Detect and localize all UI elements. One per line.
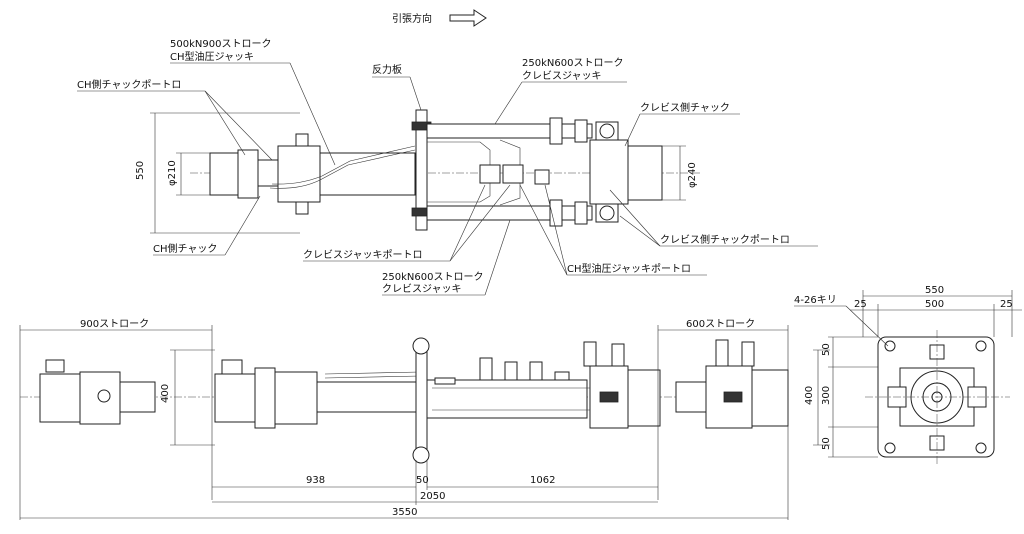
callout-clevis-jack-top-line2: クレビスジャッキ	[522, 70, 602, 82]
dim-550-left: 550	[135, 161, 146, 180]
top-view-callouts: 500kN900ストローク CH型油圧ジャッキ CH側チャックポートロ 反力板 …	[77, 38, 818, 296]
end-dim-500: 500	[925, 299, 944, 310]
callout-ch-chuck: CH側チャック	[153, 242, 217, 255]
end-view-dimensions: 550 25 500 25 4-26キリ 50 300 50 400	[794, 285, 1022, 458]
callout-clevis-jack-top-line1: 250kN600ストローク	[522, 57, 623, 69]
top-view	[190, 109, 700, 231]
dim-400-left: 400	[160, 384, 171, 403]
callout-main-jack-line2: CH型油圧ジャッキ	[170, 50, 254, 63]
end-view	[865, 330, 1010, 465]
dim-stroke-600: 600ストローク	[686, 318, 755, 330]
end-dim-50-top: 50	[821, 343, 832, 356]
callout-ch-chuck-port: CH側チャックポートロ	[77, 78, 181, 91]
callout-clevis-chuck-port: クレビス側チャックポートロ	[660, 233, 790, 246]
end-dim-550: 550	[925, 285, 944, 296]
end-dim-25-left: 25	[854, 299, 867, 310]
end-dim-300: 300	[821, 386, 832, 405]
pull-direction-arrow-icon	[449, 9, 487, 27]
callout-clevis-chuck: クレビス側チャック	[640, 101, 730, 114]
side-view	[20, 337, 790, 464]
dim-3550: 3550	[392, 507, 417, 518]
pull-direction-label: 引張方向	[392, 12, 432, 25]
callout-clevis-jack-bottom-line2: クレビスジャッキ	[382, 283, 462, 295]
dim-2050: 2050	[420, 491, 445, 502]
callout-clevis-jack-bottom-line1: 250kN600ストローク	[382, 271, 483, 283]
end-dim-25-right: 25	[1000, 299, 1013, 310]
callout-reaction-plate: 反力板	[372, 63, 402, 76]
end-holes-callout: 4-26キリ	[794, 295, 837, 306]
top-view-dimensions: 550 φ210 φ240	[135, 112, 698, 234]
callout-clevis-jack-port: クレビスジャッキポートロ	[303, 249, 423, 261]
end-dim-50-bottom: 50	[821, 437, 832, 450]
dim-stroke-900: 900ストローク	[80, 318, 149, 330]
dim-1062: 1062	[530, 475, 555, 486]
pull-direction-indicator: 引張方向	[392, 9, 487, 27]
side-view-dimensions: 900ストローク 600ストローク 400 938 50 1062 2050 3…	[19, 318, 789, 520]
dim-dia-240: φ240	[687, 162, 698, 188]
dim-dia-210: φ210	[167, 160, 178, 186]
callout-main-jack-line1: 500kN900ストローク	[170, 38, 271, 50]
dim-938: 938	[306, 475, 325, 486]
callout-ch-jack-port: CH型油圧ジャッキポートロ	[567, 262, 691, 275]
end-dim-400: 400	[804, 386, 815, 405]
dim-50-mid: 50	[416, 475, 429, 486]
